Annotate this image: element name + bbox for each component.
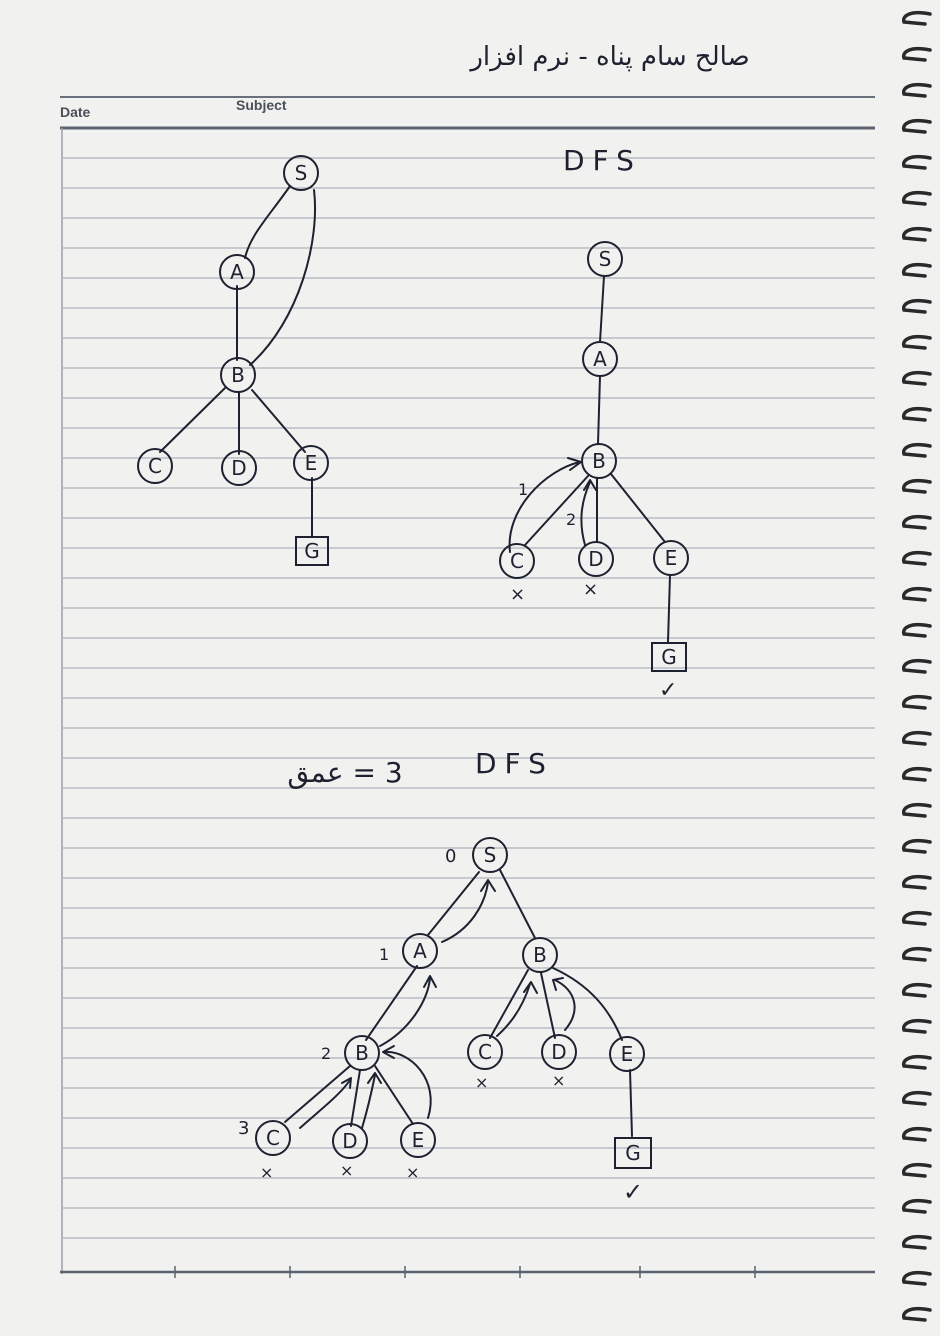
dfs-heading-top: DFS (563, 144, 642, 177)
svg-text:C: C (266, 1126, 280, 1150)
svg-text:B: B (533, 943, 547, 967)
ruled-lines (60, 96, 875, 1278)
goal-check-mark: ✓ (659, 678, 677, 703)
dead-end-mark-e: × (406, 1163, 419, 1182)
svg-text:D: D (588, 547, 603, 571)
backtrack-step-1: 1 (518, 480, 528, 499)
graph-dfs: 1 2 S A B C D E G × × ✓ (499, 241, 689, 703)
svg-text:S: S (295, 161, 308, 185)
node-a: A (219, 254, 255, 290)
node-d: D (578, 541, 614, 577)
node-e: E (400, 1122, 436, 1158)
svg-text:G: G (304, 539, 320, 563)
node-a: A (582, 341, 618, 377)
svg-text:D: D (551, 1040, 566, 1064)
depth-level-1: 1 (379, 945, 389, 964)
depth-level-0: 0 (445, 846, 456, 867)
node-e: E (293, 445, 329, 481)
node-g: G (614, 1137, 652, 1169)
svg-text:S: S (484, 843, 497, 867)
svg-text:G: G (661, 645, 677, 669)
dead-end-mark-c: × (510, 584, 525, 605)
node-s: S (283, 155, 319, 191)
author-line: صالح سام پناه - نرم افزار (468, 42, 749, 72)
svg-text:C: C (148, 454, 162, 478)
svg-text:E: E (621, 1042, 634, 1066)
node-b: B (522, 937, 558, 973)
node-g: G (651, 642, 687, 672)
svg-text:G: G (625, 1141, 641, 1165)
date-label: Date (60, 104, 91, 120)
svg-text:A: A (230, 260, 244, 284)
svg-text:E: E (305, 451, 318, 475)
svg-text:D: D (342, 1129, 357, 1153)
node-a: A (402, 933, 438, 969)
node-d: D (541, 1034, 577, 1070)
node-c: C (255, 1120, 291, 1156)
node-b: B (581, 443, 617, 479)
graph-depth-limited: 0 1 2 3 S A B B C D E C D E G × × × × × … (238, 837, 652, 1206)
node-e: E (653, 540, 689, 576)
depth-level-2: 2 (321, 1044, 331, 1063)
node-s: S (587, 241, 623, 277)
svg-text:E: E (665, 546, 678, 570)
dead-end-mark-d: × (340, 1161, 353, 1180)
svg-text:A: A (413, 939, 427, 963)
svg-text:D: D (231, 456, 246, 480)
node-e: E (609, 1036, 645, 1072)
svg-text:B: B (355, 1041, 369, 1065)
dead-end-mark-d: × (552, 1071, 565, 1090)
depth-limit-label: 3 = عمق (287, 756, 402, 789)
node-b: B (344, 1035, 380, 1071)
dead-end-mark-d: × (583, 579, 598, 600)
node-c: C (467, 1034, 503, 1070)
graph-original: S A B C D E G (137, 155, 329, 566)
node-b: B (220, 357, 256, 393)
dfs-heading-bottom: DFS (475, 747, 554, 780)
node-c: C (137, 448, 173, 484)
dead-end-mark-c: × (475, 1073, 488, 1092)
node-d: D (221, 450, 257, 486)
depth-level-3: 3 (238, 1118, 249, 1139)
backtrack-step-2: 2 (566, 510, 576, 529)
svg-text:E: E (412, 1128, 425, 1152)
svg-text:S: S (599, 247, 612, 271)
node-d: D (332, 1123, 368, 1159)
svg-text:B: B (592, 449, 606, 473)
spiral-binding (901, 10, 932, 1322)
subject-label: Subject (236, 97, 287, 113)
svg-text:C: C (478, 1040, 492, 1064)
node-s: S (472, 837, 508, 873)
node-c: C (499, 543, 535, 579)
svg-text:A: A (593, 347, 607, 371)
svg-text:B: B (231, 363, 245, 387)
svg-text:C: C (510, 549, 524, 573)
dead-end-mark-c: × (260, 1163, 273, 1182)
goal-check-mark: ✓ (623, 1178, 643, 1206)
node-g: G (295, 536, 329, 566)
